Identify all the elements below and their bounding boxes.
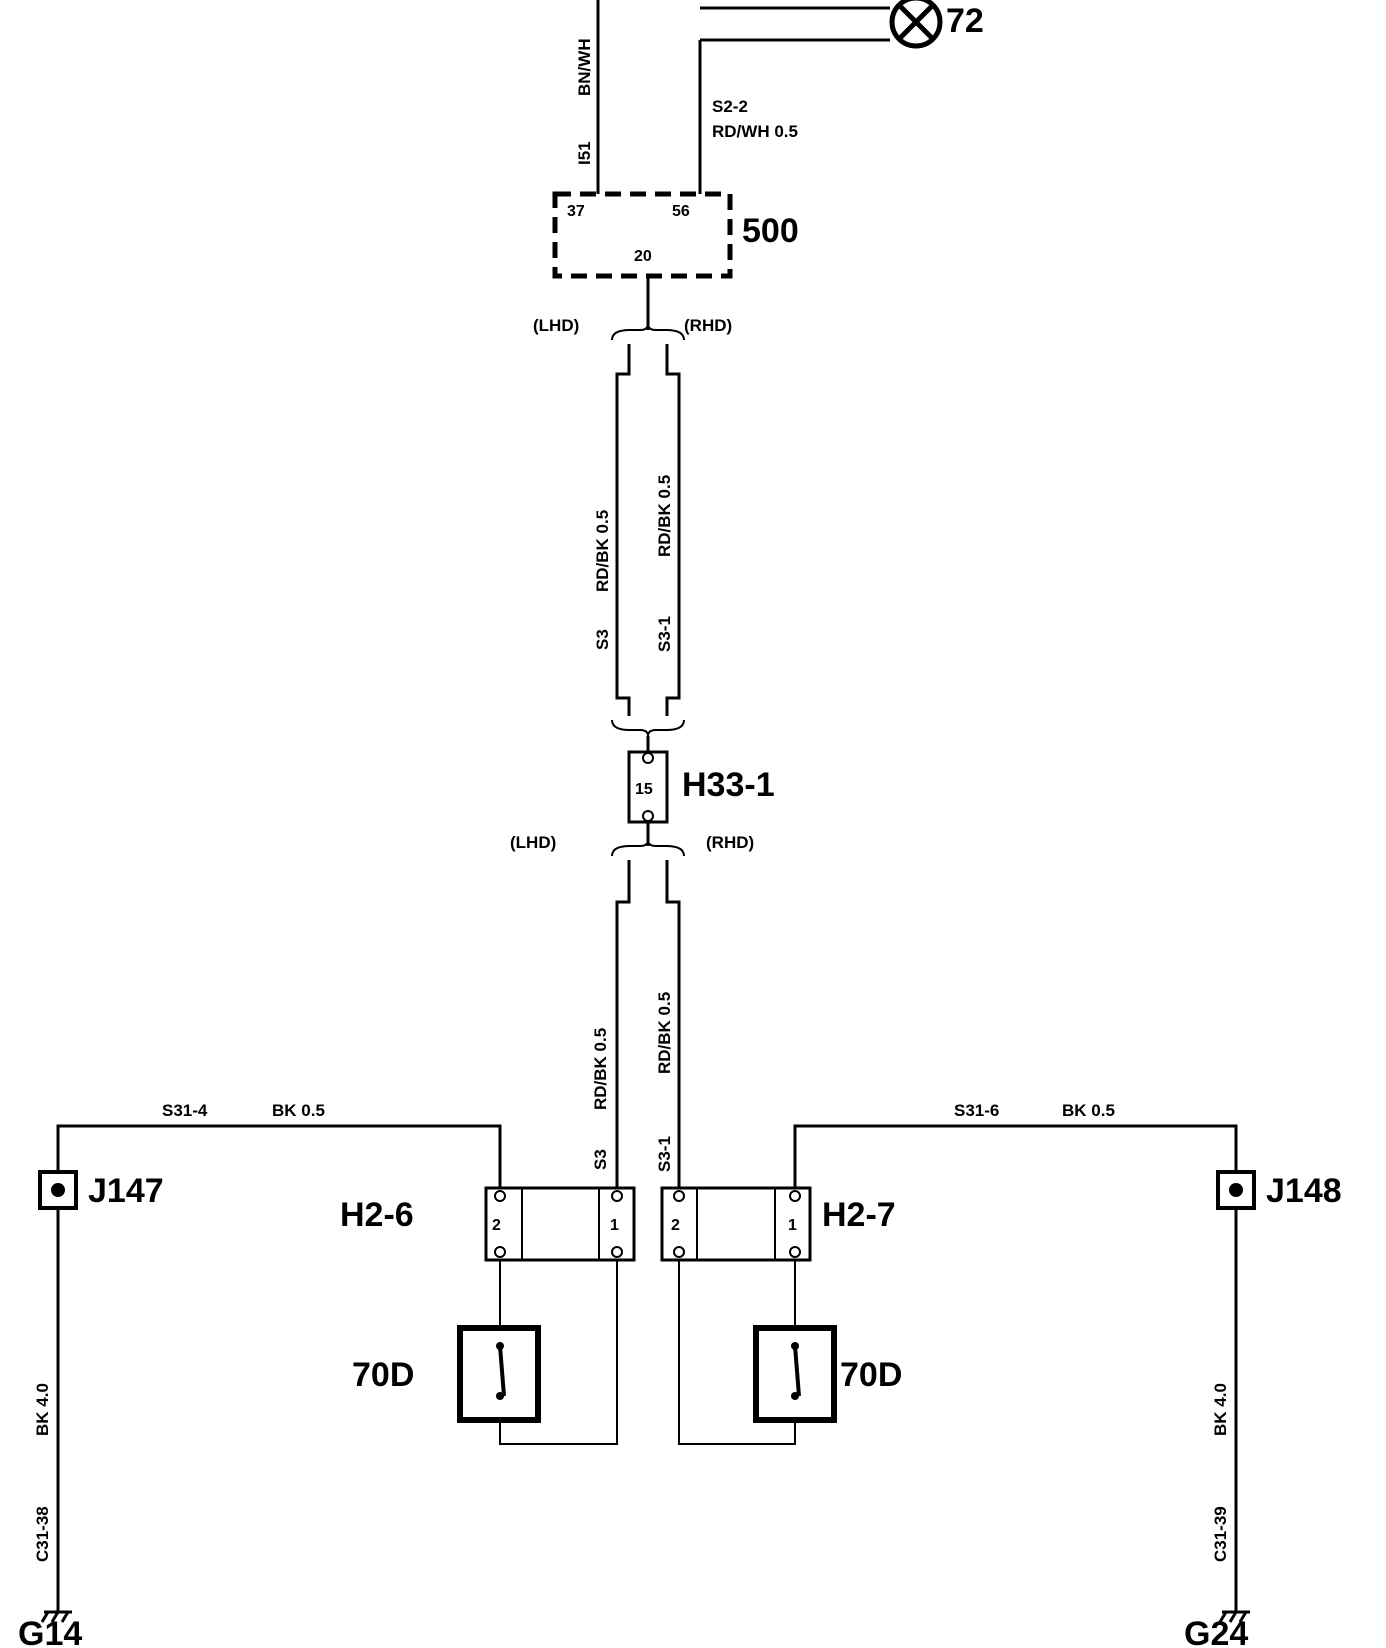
module-label: 500 <box>742 212 799 250</box>
connector-h2-6-label: H2-6 <box>340 1196 414 1234</box>
wire-bn-wh-label: BN/WH <box>575 38 594 96</box>
lhd-top-label: (LHD) <box>533 316 579 335</box>
wire-s3-lower-color: RD/BK 0.5 <box>591 1028 610 1110</box>
module-500-box <box>552 191 733 279</box>
split-brace-bottom <box>611 839 685 857</box>
connector-h33-1-top-pin <box>642 752 654 764</box>
ground-left-icon <box>40 1610 72 1623</box>
wire-s3-1-upper <box>665 344 681 716</box>
wire-s3-upper-color: RD/BK 0.5 <box>593 510 612 592</box>
connector-h2-7-pin2-bottom <box>673 1246 685 1258</box>
connector-h2-7-pin2-top <box>673 1190 685 1202</box>
wire-s31-4 <box>56 1124 502 1188</box>
connector-h2-6-pin2-top <box>494 1190 506 1202</box>
wire-s3-1-upper-code: S3-1 <box>655 616 674 652</box>
lhd-bottom-label: (LHD) <box>510 833 556 852</box>
wire-ground-right-code: C31-39 <box>1211 1506 1230 1562</box>
wire-s3-1-lower-color: RD/BK 0.5 <box>655 992 674 1074</box>
connector-h2-7-pin-2: 2 <box>671 1217 680 1234</box>
junction-j147-dot <box>51 1183 65 1197</box>
wire-s31-6-color: BK 0.5 <box>1062 1101 1115 1120</box>
wire-s3-lower <box>615 860 631 1194</box>
wire-rd-wh-label: RD/WH 0.5 <box>712 122 798 141</box>
wire-s3-upper <box>615 344 631 716</box>
ground-left-label: G14 <box>18 1615 82 1648</box>
wire-i51-label: I51 <box>575 141 594 165</box>
connector-h2-6-pin-1: 1 <box>610 1217 619 1234</box>
module-pin-37: 37 <box>567 203 585 220</box>
wire-s3-1-lower <box>665 860 681 1194</box>
module-pin-56: 56 <box>672 203 690 220</box>
junction-j148-label: J148 <box>1266 1172 1342 1210</box>
lamp-label: 72 <box>946 2 984 40</box>
rhd-bottom-label: (RHD) <box>706 833 754 852</box>
wire-ground-right-color: BK 4.0 <box>1211 1383 1230 1436</box>
connector-h2-7-pin-1: 1 <box>788 1217 797 1234</box>
connector-h2-7-pin1-top <box>789 1190 801 1202</box>
junction-j148-dot <box>1229 1183 1243 1197</box>
connector-h2-6-pin1-top <box>611 1190 623 1202</box>
lamp-icon <box>889 0 943 49</box>
connector-h2-6-pin1-bottom <box>611 1246 623 1258</box>
wire-s31-6-label: S31-6 <box>954 1101 999 1120</box>
ground-right-icon <box>1218 1610 1250 1623</box>
connector-h2-7-box <box>660 1186 812 1262</box>
connector-h2-7-label: H2-7 <box>822 1196 896 1234</box>
wire-s31-6 <box>793 1124 1238 1188</box>
switch-left-label: 70D <box>352 1356 414 1394</box>
connector-h2-7-pin1-bottom <box>789 1246 801 1258</box>
wire-s3-1-lower-code: S3-1 <box>655 1136 674 1172</box>
wire-s3-upper-code: S3 <box>593 629 612 650</box>
connector-h33-1-bottom-pin <box>642 810 654 822</box>
wire-s3-lower-code: S3 <box>591 1149 610 1170</box>
wire-s31-4-color: BK 0.5 <box>272 1101 325 1120</box>
wire-s3-1-upper-color: RD/BK 0.5 <box>655 475 674 557</box>
connector-h33-1-label: H33-1 <box>682 766 775 804</box>
junction-j147-label: J147 <box>88 1172 164 1210</box>
module-pin-20: 20 <box>634 248 652 265</box>
wire-ground-left-color: BK 4.0 <box>33 1383 52 1436</box>
wire-ground-left-code: C31-38 <box>33 1506 52 1562</box>
wire-s31-4-label: S31-4 <box>162 1101 208 1120</box>
merge-brace-h33 <box>611 719 685 737</box>
switch-right-icon <box>753 1325 837 1423</box>
wire-s2-2-label: S2-2 <box>712 97 748 116</box>
connector-h2-6-pin-2: 2 <box>492 1217 501 1234</box>
connector-h33-1-pin: 15 <box>635 781 653 798</box>
ground-right-label: G24 <box>1184 1615 1248 1648</box>
connector-h2-6-box <box>484 1186 636 1262</box>
switch-left-icon <box>457 1325 541 1423</box>
connector-h2-6-pin2-bottom <box>494 1246 506 1258</box>
switch-right-label: 70D <box>840 1356 902 1394</box>
split-brace-top <box>611 323 685 341</box>
rhd-top-label: (RHD) <box>684 316 732 335</box>
